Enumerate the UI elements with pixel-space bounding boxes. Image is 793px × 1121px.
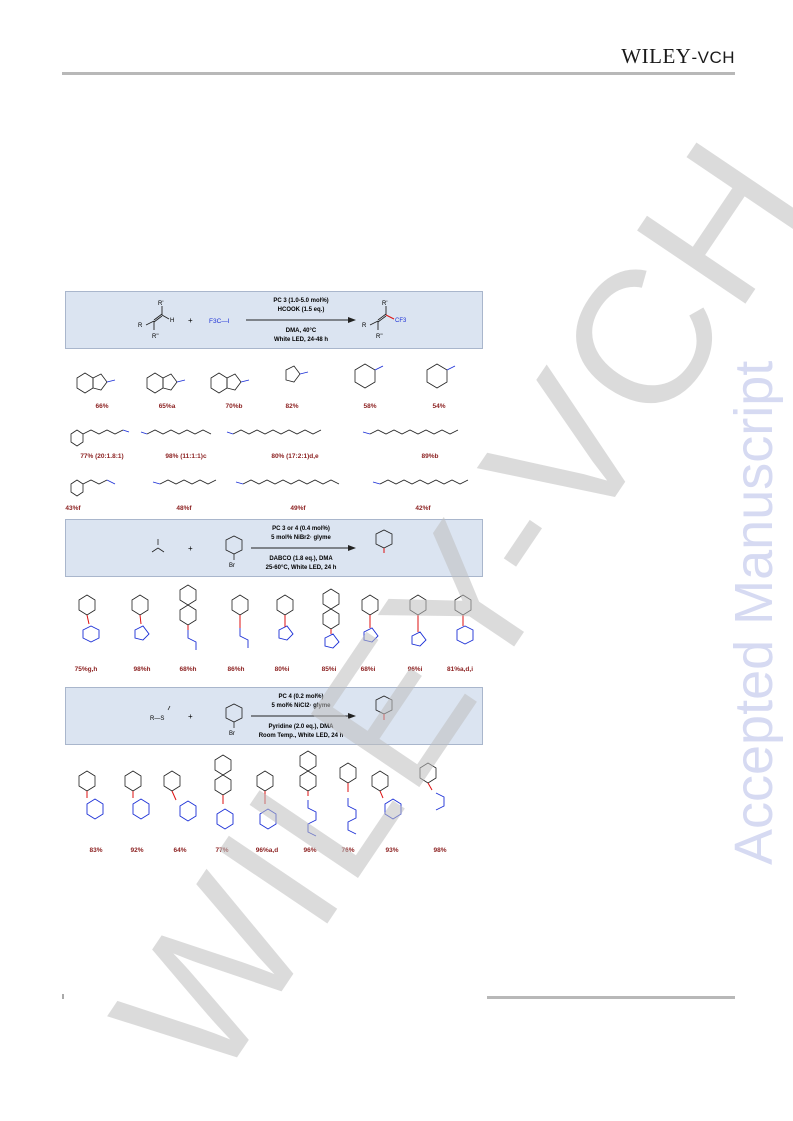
scheme2-reaction-svg: + Br PC 3 or 4 (0.4 mol%) 5 mol% NiBr2· … <box>151 526 393 571</box>
side-watermark: Accepted Manuscript <box>724 361 784 865</box>
publisher-logo: WILEY-VCH <box>621 44 735 69</box>
s3-yield-7: 76% <box>341 847 355 854</box>
s2-cond-bot2: 25-60°C, White LED, 24 h <box>266 565 337 571</box>
logo-main: WILEY <box>621 44 692 68</box>
scheme3-reaction-svg: R—S + Br PC 4 (0.2 mol%) 5 mol% NiCl2· g… <box>150 694 393 739</box>
s1-yield-3: 70%b <box>225 403 243 410</box>
prod-r3: R'' <box>376 334 383 340</box>
s1-yield-6: 54% <box>432 403 446 410</box>
s2-cond-bot1: DABCO (1.8 eq.), DMA <box>269 556 333 562</box>
s1-yield-7: 77% (20:1.8:1) <box>80 453 124 460</box>
s3-plus: + <box>188 712 193 721</box>
s1-yield-10: 89%b <box>421 453 439 460</box>
logo-suffix: -VCH <box>691 48 735 67</box>
s2-br: Br <box>229 563 235 569</box>
s1-cond-top1: PC 3 (1.0-5.0 mol%) <box>273 298 328 304</box>
s1-yield-13: 49%f <box>290 505 306 512</box>
scheme2-products <box>78 584 474 650</box>
s2-yield-6: 85%i <box>321 666 337 673</box>
s1-yield-8: 98% (11:1:1)c <box>165 453 207 460</box>
s2-yield-9: 81%a,d,i <box>446 666 473 673</box>
s1-yield-14: 42%f <box>415 505 431 512</box>
s2-cond-top2: 5 mol% NiBr2· glyme <box>271 535 331 541</box>
footer-mark <box>62 994 64 999</box>
footer-rule <box>487 996 735 999</box>
header-rule <box>62 72 735 75</box>
prod-r1: R' <box>382 301 387 307</box>
s3-cond-top2: 5 mol% NiCl2· glyme <box>271 703 331 709</box>
s3-cond-bot1: Pyridine (2.0 eq.), DMA <box>268 724 334 730</box>
s1-yield-11: 43%f <box>65 505 81 512</box>
scheme2-conditions-box: + Br PC 3 or 4 (0.4 mol%) 5 mol% NiBr2· … <box>65 519 483 577</box>
s3-yield-4: 77% <box>215 847 229 854</box>
s1-yield-4: 82% <box>285 403 299 410</box>
s2-yield-8: 96%i <box>407 666 423 673</box>
s2-plus: + <box>188 544 193 553</box>
s3-cond-top1: PC 4 (0.2 mol%) <box>278 694 323 700</box>
sub-r2: R <box>138 323 143 329</box>
s3-yield-1: 83% <box>89 847 103 854</box>
side-watermark-text: Accepted Manuscript <box>724 361 784 865</box>
s1-yield-1: 66% <box>95 403 109 410</box>
s2-cond-top1: PC 3 or 4 (0.4 mol%) <box>272 526 330 532</box>
s2-yield-5: 80%i <box>274 666 290 673</box>
scheme3-conditions-box: R—S + Br PC 4 (0.2 mol%) 5 mol% NiCl2· g… <box>65 687 483 745</box>
s2-yield-7: 68%i <box>360 666 376 673</box>
s2-yield-1: 75%g,h <box>74 666 98 673</box>
s1-yield-12: 48%f <box>176 505 192 512</box>
plus-sign: + <box>188 316 193 325</box>
s1-cond-bot2: White LED, 24-48 h <box>274 337 328 343</box>
scheme1-reaction-svg: R' R H R'' + F3C—I PC 3 (1.0-5.0 mol%) H… <box>138 298 407 343</box>
s3-yield-5: 96%a,d <box>255 847 279 854</box>
s2-yield-2: 98%h <box>133 666 151 673</box>
s3-thiol: R—S <box>150 716 164 722</box>
scheme1-conditions-box: R' R H R'' + F3C—I PC 3 (1.0-5.0 mol%) H… <box>65 291 483 349</box>
prod-r2: R <box>362 323 367 329</box>
s3-yield-2: 92% <box>130 847 144 854</box>
sub-r1: R' <box>158 301 163 307</box>
cf3i-reagent: F3C—I <box>209 318 230 325</box>
s2-yield-4: 86%h <box>227 666 245 673</box>
s2-yield-3: 68%h <box>179 666 197 673</box>
prod-cf3: CF3 <box>395 318 407 324</box>
s3-yield-3: 64% <box>173 847 187 854</box>
s3-yield-8: 93% <box>385 847 399 854</box>
s3-yield-6: 96% <box>303 847 317 854</box>
s1-cond-top2: HCOOK (1.5 eq.) <box>278 307 325 313</box>
s1-yield-5: 58% <box>363 403 377 410</box>
s1-yield-9: 80% (17:2:1)d,e <box>271 453 319 460</box>
s1-cond-bot1: DMA, 40°C <box>286 328 317 334</box>
scheme3-products <box>78 750 445 837</box>
s3-br: Br <box>229 731 235 737</box>
sub-r3: R'' <box>152 334 159 340</box>
s1-yield-2: 65%a <box>158 403 176 410</box>
s3-yield-9: 98% <box>433 847 447 854</box>
sub-h: H <box>170 318 174 324</box>
s3-cond-bot2: Room Temp., White LED, 24 h <box>259 733 344 739</box>
scheme1-products <box>70 363 469 497</box>
